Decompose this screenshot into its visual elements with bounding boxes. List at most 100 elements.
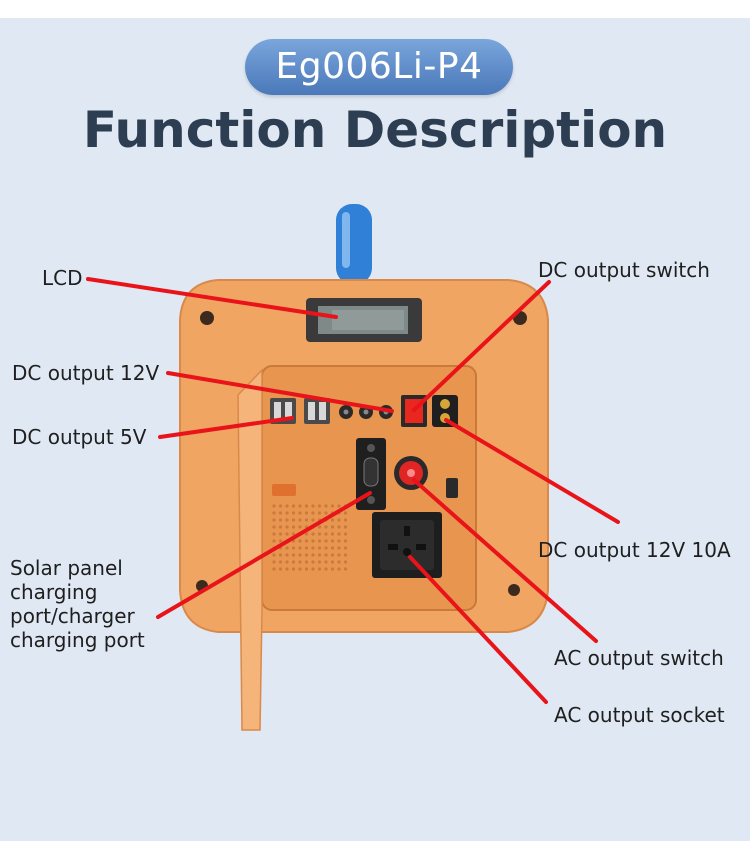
vent-hole bbox=[272, 539, 276, 543]
vent-hole bbox=[278, 553, 283, 557]
leader-line-solar bbox=[156, 491, 372, 619]
vent-hole bbox=[272, 504, 276, 508]
vent-hole bbox=[343, 539, 348, 543]
leader-lines bbox=[86, 277, 620, 704]
vent-hole bbox=[330, 539, 335, 543]
vent-hole bbox=[291, 560, 296, 564]
vent-hole bbox=[324, 511, 328, 515]
vent-hole bbox=[291, 546, 296, 550]
vent-hole bbox=[317, 553, 322, 557]
vent-hole bbox=[298, 553, 302, 557]
vent-hole bbox=[324, 504, 328, 508]
page-title: Function Description bbox=[82, 101, 668, 159]
label-dc-output-switch: DC output switch bbox=[538, 258, 710, 282]
vent-hole bbox=[317, 539, 322, 543]
vent-hole bbox=[304, 553, 309, 557]
vent-hole bbox=[330, 518, 335, 522]
vent-hole bbox=[285, 567, 289, 571]
vent-hole bbox=[343, 553, 348, 557]
panel-tab bbox=[272, 484, 296, 496]
vent-hole bbox=[291, 518, 296, 522]
vent-hole bbox=[311, 567, 315, 571]
vent-hole bbox=[285, 504, 289, 508]
solar-charging-port bbox=[356, 438, 386, 510]
vent-hole bbox=[298, 518, 302, 522]
vent-hole bbox=[298, 546, 302, 550]
vent-hole bbox=[304, 567, 309, 571]
vent-hole bbox=[330, 525, 335, 529]
vent-hole bbox=[324, 553, 328, 557]
leader-line-dc-switch bbox=[412, 280, 551, 412]
vent-hole bbox=[343, 518, 348, 522]
vent-hole bbox=[311, 553, 315, 557]
label-dc-output-12v-10a: DC output 12V 10A bbox=[538, 538, 731, 562]
model-badge: Eg006Li-P4 bbox=[245, 39, 513, 95]
top-strip bbox=[0, 0, 750, 18]
vent-hole bbox=[343, 560, 348, 564]
vent-hole bbox=[343, 567, 348, 571]
vent-hole bbox=[317, 525, 322, 529]
vent-hole bbox=[278, 518, 283, 522]
leader-line-lcd bbox=[86, 277, 338, 319]
vent-hole bbox=[330, 504, 335, 508]
label-lcd: LCD bbox=[42, 266, 83, 290]
vent-hole bbox=[285, 532, 289, 536]
vent-hole bbox=[330, 560, 335, 564]
vent-hole bbox=[278, 525, 283, 529]
vent-hole bbox=[278, 539, 283, 543]
vent-hole bbox=[278, 504, 283, 508]
vent-hole bbox=[291, 532, 296, 536]
vent-hole bbox=[304, 532, 309, 536]
label-ac-output-socket: AC output socket bbox=[554, 703, 725, 727]
ac-output-switch bbox=[394, 456, 428, 490]
vent-hole bbox=[298, 525, 302, 529]
vent-hole bbox=[291, 567, 296, 571]
vent-hole bbox=[337, 532, 341, 536]
vent-hole bbox=[317, 511, 322, 515]
vent-hole bbox=[337, 525, 341, 529]
lcd-screen bbox=[306, 298, 422, 342]
vent-hole bbox=[311, 532, 315, 536]
leader-line-ac-socket bbox=[408, 555, 548, 704]
vent-hole bbox=[317, 504, 322, 508]
vent-hole bbox=[291, 553, 296, 557]
vent-hole bbox=[311, 504, 315, 508]
vent-hole bbox=[304, 539, 309, 543]
vent-hole bbox=[337, 560, 341, 564]
vent-hole bbox=[337, 504, 341, 508]
vent-hole bbox=[337, 518, 341, 522]
vent-hole bbox=[324, 546, 328, 550]
label-dc-output-12v: DC output 12V bbox=[12, 361, 160, 385]
vent-hole bbox=[317, 532, 322, 536]
ac-output-socket bbox=[372, 512, 442, 578]
vent-hole bbox=[298, 511, 302, 515]
vent-hole bbox=[272, 553, 276, 557]
leader-line-dc-5v bbox=[158, 416, 294, 439]
vent-hole bbox=[278, 511, 283, 515]
vent-hole bbox=[317, 546, 322, 550]
vent-hole bbox=[272, 560, 276, 564]
vent-hole bbox=[337, 553, 341, 557]
vent-grille bbox=[272, 504, 348, 571]
vent-hole bbox=[304, 504, 309, 508]
vent-hole bbox=[324, 567, 328, 571]
vent-hole bbox=[272, 567, 276, 571]
vent-hole bbox=[272, 532, 276, 536]
vent-hole bbox=[291, 511, 296, 515]
vent-hole bbox=[324, 560, 328, 564]
vent-hole bbox=[298, 567, 302, 571]
vent-hole bbox=[317, 567, 322, 571]
leader-line-dc-12v bbox=[166, 371, 394, 413]
vent-hole bbox=[285, 511, 289, 515]
vent-hole bbox=[285, 553, 289, 557]
vent-hole bbox=[298, 539, 302, 543]
label-dc-output-5v: DC output 5V bbox=[12, 425, 147, 449]
vent-hole bbox=[311, 518, 315, 522]
vent-hole bbox=[285, 546, 289, 550]
vent-hole bbox=[304, 511, 309, 515]
vent-hole bbox=[330, 567, 335, 571]
side-door-flap bbox=[237, 368, 263, 731]
side-toggle bbox=[446, 478, 458, 498]
vent-hole bbox=[285, 525, 289, 529]
